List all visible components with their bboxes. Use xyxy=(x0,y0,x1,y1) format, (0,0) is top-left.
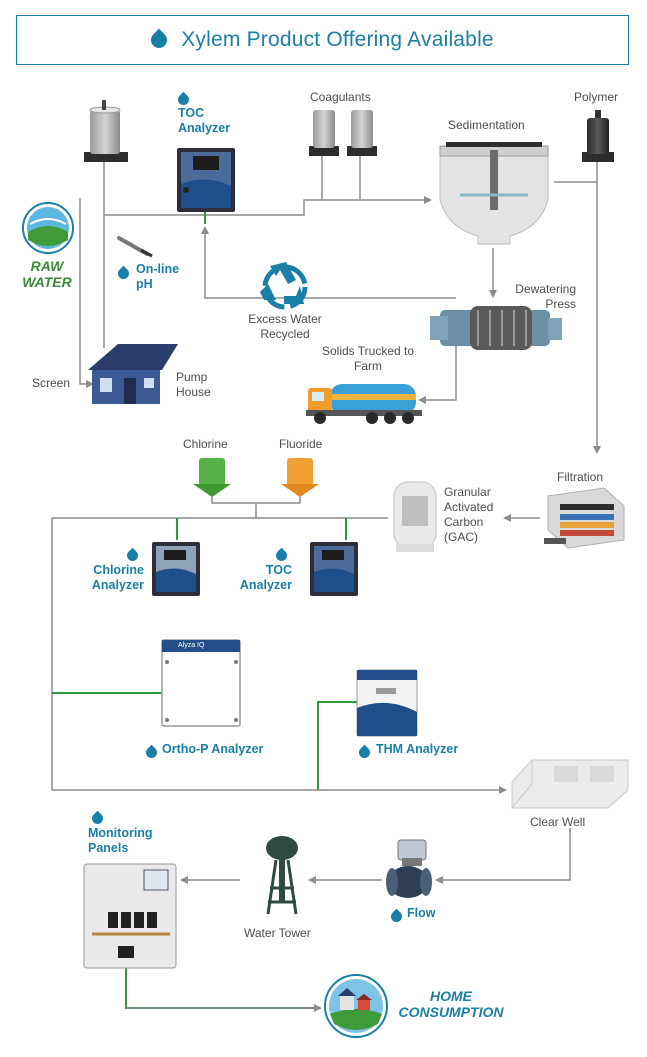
label-toc-analyzer-mid: TOC Analyzer xyxy=(239,563,292,592)
home-globe xyxy=(324,974,388,1038)
label-gac: Granular Activated Carbon (GAC) xyxy=(444,485,494,544)
label-excess-water: Excess Water Recycled xyxy=(248,312,322,341)
water-drop-icon xyxy=(147,28,171,52)
dewatering-press xyxy=(430,306,562,350)
chlorine-tank xyxy=(193,458,231,497)
drop-icon-ph xyxy=(115,265,132,283)
label-sedimentation: Sedimentation xyxy=(448,118,525,132)
label-orthop-analyzer: Ortho-P Analyzer xyxy=(162,742,264,756)
recycle-icon xyxy=(260,262,308,310)
label-thm-analyzer: THM Analyzer xyxy=(376,742,459,756)
label-monitoring-panels: Monitoring Panels xyxy=(88,826,153,855)
toc-analyzer-mid-unit xyxy=(310,542,358,596)
label-polymer: Polymer xyxy=(574,90,619,104)
toc-analyzer-top xyxy=(177,148,235,212)
water-tower xyxy=(266,836,298,915)
header-banner: Xylem Product Offering Available xyxy=(16,15,629,65)
label-fluoride: Fluoride xyxy=(279,437,323,451)
chlorine-analyzer-unit xyxy=(152,542,200,596)
orthop-analyzer-unit xyxy=(161,639,241,727)
label-water-tower: Water Tower xyxy=(244,926,311,940)
truck xyxy=(306,384,422,424)
sedimentation-tank xyxy=(439,142,549,245)
gac-vessel xyxy=(393,481,437,552)
label-coagulants: Coagulants xyxy=(310,90,371,104)
polymer-tank xyxy=(582,110,614,162)
top-tank xyxy=(84,100,128,162)
label-pump-house: Pump House xyxy=(176,370,211,399)
ph-sensor xyxy=(117,236,153,258)
label-chlorine: Chlorine xyxy=(183,437,228,451)
label-home-consumption: HOME CONSUMPTION xyxy=(398,988,504,1020)
monitoring-panel xyxy=(83,863,177,969)
label-alyza-iq: Alyza IQ xyxy=(178,642,205,649)
label-toc-analyzer-top: TOC Analyzer xyxy=(178,106,231,135)
label-screen: Screen xyxy=(32,376,71,390)
raw-water-globe xyxy=(22,202,74,254)
label-chlorine-analyzer: Chlorine Analyzer xyxy=(91,563,144,592)
label-filtration: Filtration xyxy=(557,470,604,484)
drop-icon-thm xyxy=(356,744,373,762)
flow-meter xyxy=(386,839,432,898)
drop-icon-flow xyxy=(388,908,405,926)
coagulant-tanks xyxy=(309,110,377,156)
clear-well xyxy=(511,759,629,809)
label-raw-water: RAW WATER xyxy=(22,258,72,290)
filtration-bed xyxy=(544,487,625,549)
pipe-network xyxy=(51,155,601,884)
label-clear-well: Clear Well xyxy=(530,815,586,829)
label-flow: Flow xyxy=(407,906,436,920)
pump-house xyxy=(88,344,178,404)
label-dewatering: Dewatering Press xyxy=(515,282,576,311)
header-title: Xylem Product Offering Available xyxy=(181,28,494,51)
drop-icon-orthop xyxy=(143,744,160,762)
label-online-ph: On-line pH xyxy=(136,262,180,291)
thm-analyzer-unit xyxy=(356,669,418,737)
label-solids: Solids Trucked to Farm xyxy=(321,344,415,373)
fluoride-tank xyxy=(281,458,319,497)
